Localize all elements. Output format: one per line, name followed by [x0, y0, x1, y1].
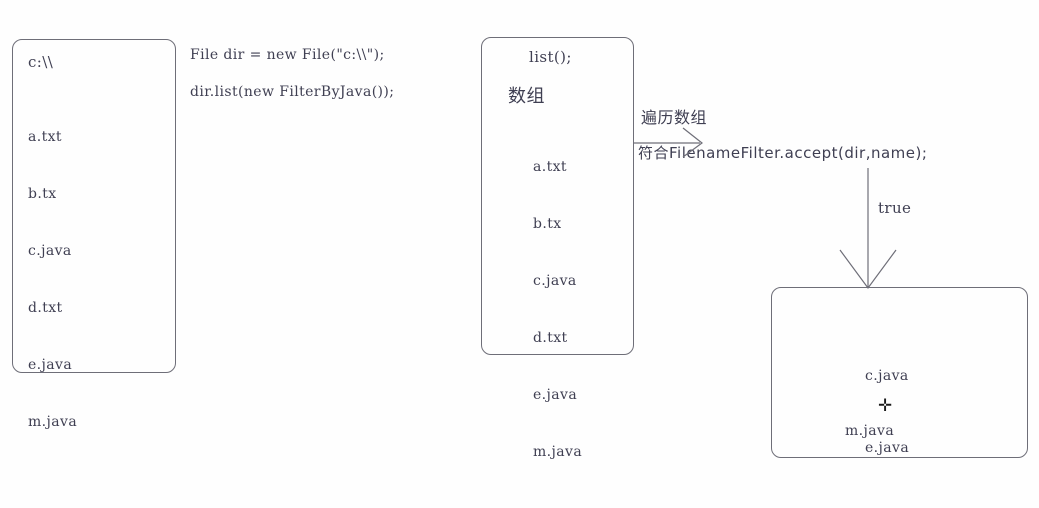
code-line-declaration: File dir = new File("c:\\");	[190, 47, 385, 63]
list-item: m.java	[28, 414, 78, 430]
move-cursor-icon: ✛	[878, 396, 893, 416]
list-item: a.txt	[533, 159, 567, 175]
array-box	[481, 37, 634, 355]
result-file-list-primary: c.java e.java	[865, 316, 909, 508]
list-item: d.txt	[28, 300, 63, 316]
list-item: d.txt	[533, 330, 568, 346]
list-item: b.tx	[28, 186, 57, 202]
list-item: e.java	[28, 357, 73, 373]
list-item: c.java	[865, 368, 909, 384]
list-item: m.java	[533, 444, 583, 460]
directory-path-label: c:\\	[28, 53, 54, 71]
diagram-canvas: c:\\ a.txt b.tx c.java d.txt e.java m.ja…	[12, 37, 1028, 479]
result-box	[771, 287, 1028, 458]
true-branch-label: true	[878, 199, 912, 217]
array-label: 数组	[508, 86, 545, 107]
array-method-label: list();	[529, 48, 572, 66]
list-item: e.java	[865, 440, 910, 456]
directory-box	[12, 39, 176, 373]
list-item: m.java	[845, 423, 895, 439]
arrow-true-to-result	[839, 168, 897, 290]
list-item: b.tx	[533, 216, 562, 232]
accept-call-label: 符合FilenameFilter.accept(dir,name);	[638, 144, 928, 162]
code-line-list-call: dir.list(new FilterByJava());	[190, 84, 395, 100]
list-item: e.java	[533, 387, 578, 403]
directory-file-list: a.txt b.tx c.java d.txt e.java m.java	[28, 90, 77, 470]
traverse-array-label: 遍历数组	[641, 108, 708, 127]
result-file-list-secondary: m.java	[845, 384, 894, 479]
list-item: c.java	[28, 243, 72, 259]
list-item: c.java	[533, 273, 577, 289]
list-item: a.txt	[28, 129, 62, 145]
array-file-list: a.txt b.tx c.java d.txt e.java m.java	[533, 120, 582, 500]
